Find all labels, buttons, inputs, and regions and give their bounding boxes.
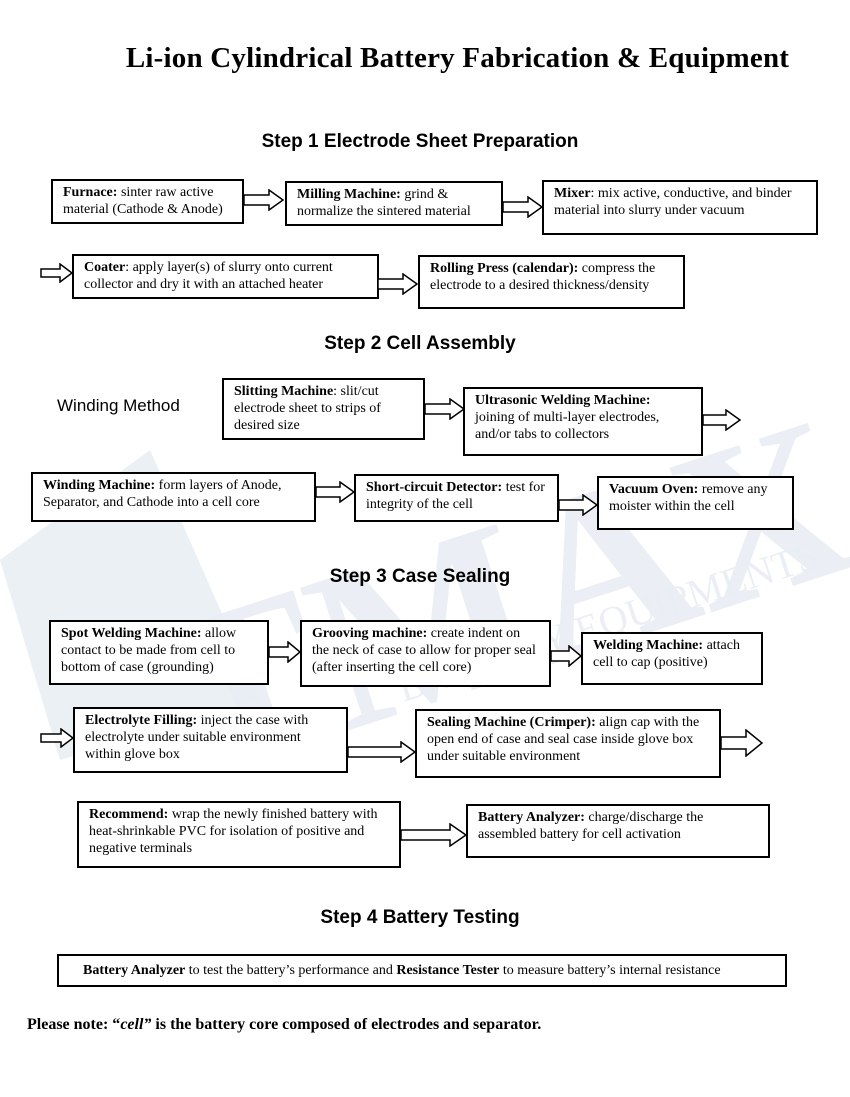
box-name: Welding Machine: [593, 638, 704, 653]
box-name: Rolling Press (calendar): [430, 261, 579, 276]
sealing-machine-box: Sealing Machine (Crimper): align cap wit… [415, 709, 721, 778]
short-circuit-detector-box: Short-circuit Detector: test for integri… [354, 474, 559, 522]
box-desc: joining of multi-layer electrodes, and/o… [475, 410, 660, 442]
rolling-press-box: Rolling Press (calendar): compress the e… [418, 255, 685, 309]
milling-machine-box: Milling Machine: grind & normalize the s… [285, 181, 503, 226]
arrow-icon [315, 481, 356, 503]
box-desc: charge/discharge the assembled battery f… [478, 810, 704, 842]
vacuum-oven-box: Vacuum Oven: remove any moister within t… [597, 476, 794, 530]
box-name: Recommend: [89, 807, 169, 822]
arrow-icon [40, 263, 74, 283]
arrow-icon [502, 196, 544, 218]
grooving-machine-box: Grooving machine: create indent on the n… [300, 620, 551, 687]
box-name: Short-circuit Detector: [366, 480, 503, 495]
box-desc: form layers of Anode, Separator, and Cat… [43, 478, 282, 510]
step-3-heading: Step 3 Case Sealing [329, 566, 511, 587]
winding-method-label: Winding Method [57, 396, 180, 415]
box-name: Battery Analyzer: [478, 810, 585, 825]
box-name: Furnace: [63, 185, 118, 200]
box-desc: : mix active, conductive, and binder mat… [554, 186, 792, 218]
box-desc: compress the electrode to a desired thic… [430, 261, 656, 293]
page-title: Li-ion Cylindrical Battery Fabrication &… [125, 42, 790, 74]
slitting-machine-box: Slitting Machine: slit/cut electrode she… [222, 378, 425, 440]
arrow-icon [377, 273, 419, 295]
box-name: Vacuum Oven: [609, 482, 699, 497]
step-2-heading: Step 2 Cell Assembly [324, 333, 516, 354]
arrow-icon [268, 641, 302, 663]
box-name: Sealing Machine (Crimper): [427, 715, 596, 730]
electrolyte-filling-box: Electrolyte Filling: inject the case wit… [73, 707, 348, 773]
box-desc: wrap the newly finished battery with hea… [89, 807, 378, 856]
box-desc: allow contact to be made from cell to bo… [61, 626, 237, 675]
box-desc: attach cell to cap (positive) [593, 638, 740, 670]
ultrasonic-welding-box: Ultrasonic Welding Machine: joining of m… [463, 387, 703, 456]
recommend-box: Recommend: wrap the newly finished batte… [77, 801, 401, 868]
box-desc: create indent on the neck of case to all… [312, 626, 536, 675]
box-name: Grooving machine: [312, 626, 428, 641]
box-name: Milling Machine: [297, 187, 401, 202]
box-name: Winding Machine: [43, 478, 156, 493]
box-desc: test for integrity of the cell [366, 480, 545, 512]
battery-analyzer-box: Battery Analyzer: charge/discharge the a… [466, 804, 770, 858]
box-desc: remove any moister within the cell [609, 482, 768, 514]
box-name: Electrolyte Filling: [85, 713, 198, 728]
arrow-icon [424, 398, 466, 420]
battery-testing-box: Battery Analyzer to test the battery’s p… [57, 954, 787, 987]
note-cell-term: cell” [120, 1016, 152, 1033]
arrow-icon [347, 741, 417, 763]
arrow-icon [702, 409, 742, 431]
spot-welding-box: Spot Welding Machine: allow contact to b… [49, 620, 269, 685]
arrow-icon [550, 645, 583, 667]
testing-text-1: to test the battery’s performance and [185, 963, 397, 978]
resistance-tester-label: Resistance Tester [396, 963, 500, 978]
mixer-box: Mixer: mix active, conductive, and binde… [542, 180, 818, 235]
battery-analyzer-label: Battery Analyzer [83, 963, 186, 978]
winding-machine-box: Winding Machine: form layers of Anode, S… [31, 472, 316, 522]
furnace-box: Furnace: sinter raw active material (Cat… [51, 179, 244, 224]
box-name: Mixer [554, 186, 591, 201]
box-name: Coater [84, 260, 126, 275]
arrow-icon [40, 728, 75, 748]
arrow-icon [720, 729, 764, 757]
footnote: Please note: “cell” is the battery core … [27, 1016, 541, 1034]
box-name: Spot Welding Machine: [61, 626, 202, 641]
step-4-heading: Step 4 Battery Testing [320, 907, 520, 928]
box-desc: grind & normalize the sintered material [297, 187, 471, 219]
box-name: Slitting Machine [234, 384, 334, 399]
welding-machine-box: Welding Machine: attach cell to cap (pos… [581, 632, 763, 685]
arrow-icon [243, 189, 285, 211]
arrow-icon [558, 494, 599, 516]
box-desc: : slit/cut electrode sheet to strips of … [234, 384, 381, 433]
box-desc: align cap with the open end of case and … [427, 715, 700, 764]
note-suffix: is the battery core composed of electrod… [151, 1016, 542, 1033]
box-desc: inject the case with electrolyte under s… [85, 713, 309, 762]
coater-box: Coater: apply layer(s) of slurry onto cu… [72, 254, 379, 299]
step-1-heading: Step 1 Electrode Sheet Preparation [261, 131, 579, 152]
box-name: Ultrasonic Welding Machine: [475, 393, 651, 408]
testing-text-2: to measure battery’s internal resistance [499, 963, 721, 978]
box-desc: : apply layer(s) of slurry onto current … [84, 260, 333, 292]
arrow-icon [400, 823, 468, 847]
note-prefix: Please note: “ [27, 1016, 121, 1033]
box-desc: sinter raw active material (Cathode & An… [63, 185, 223, 217]
